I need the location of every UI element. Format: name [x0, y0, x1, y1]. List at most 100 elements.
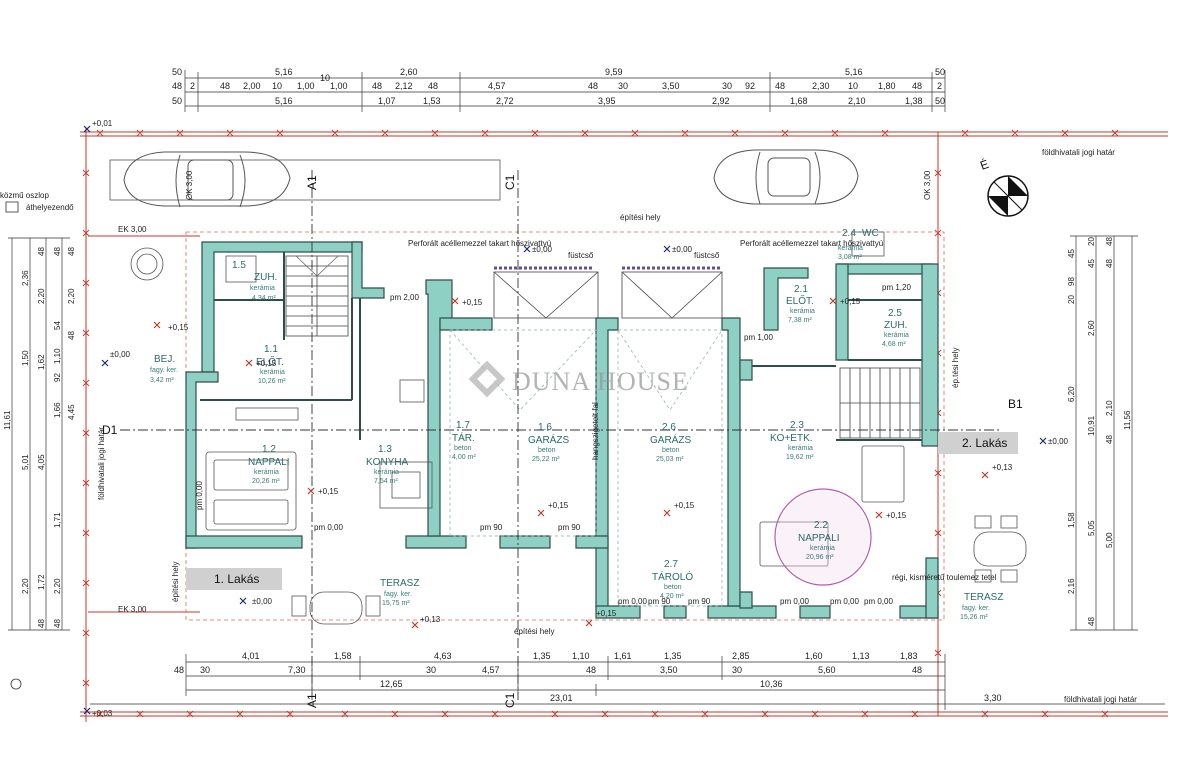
dim-left-c3-4: 1,66 [53, 402, 62, 418]
room-1-5-name: ZUH. [254, 272, 277, 283]
axis-c1-bottom: C1 [503, 692, 517, 708]
dim-left-c1-3: 2,20 [21, 578, 30, 594]
level-gar-2-b: +0,15 [674, 501, 695, 510]
room-terasz-1-name: TERASZ [380, 578, 419, 589]
room-2-6-sub: beton [662, 447, 680, 454]
pm-8: pm 90 [688, 597, 711, 606]
dim-top-r2-5: 1,00 [297, 81, 315, 91]
room-2-4-id: 2.4 [842, 228, 856, 239]
dim-bottom-r2-5: 48 [586, 665, 596, 675]
lakas-labels: 1. Lakás 2. Lakás [186, 432, 1018, 590]
level-garage-2: ±0,00 [672, 245, 693, 254]
level-elot-1: +0,15 [256, 359, 277, 368]
room-2-2-id: 2.2 [814, 520, 828, 531]
pm-1: pm 2,00 [390, 293, 419, 302]
dim-left-c3-0: 48 [53, 247, 62, 256]
dim-top-r2-1: 2 [190, 81, 195, 91]
axis-a1-bottom: A1 [305, 693, 319, 708]
dim-top-r1-3: 9,59 [605, 67, 623, 77]
pm-5: pm 0,00 [618, 597, 647, 606]
dim-left-c2-0: 48 [37, 247, 46, 256]
axis-c1-top: C1 [503, 174, 517, 190]
room-bej-sub: fagy. ker. [150, 367, 178, 374]
room-1-2-id: 1.2 [262, 444, 276, 455]
pm-6: pm 0,00 [780, 597, 809, 606]
room-1-6-sub: beton [538, 447, 556, 454]
room-2-6-name: GARÁZS [650, 433, 691, 446]
garage-doors [493, 266, 723, 319]
dim-bottom-r2-1: 30 [200, 665, 210, 675]
room-1-2-area: 20,26 m² [252, 478, 280, 485]
dim-bottom-r1-0: 4,01 [242, 651, 260, 661]
level-right-pm: ±0,00 [1048, 437, 1069, 446]
dim-top-r3-4: 2,72 [496, 96, 514, 106]
dim-top-r3-3: 1,53 [423, 96, 441, 106]
level-nappali-2: +0,15 [886, 511, 907, 520]
dim-bottom-r1-9: 1,13 [852, 651, 870, 661]
level-left-pm: ±0,00 [110, 350, 131, 359]
dim-top-r2-4: 10 [272, 81, 282, 91]
parking-area [109, 159, 501, 201]
dim-left-outer: 11,61 [3, 410, 12, 430]
room-terasz-2-name: TERASZ [964, 592, 1003, 603]
dim-bottom-r1-8: 1,60 [805, 651, 823, 661]
level-garage-b1: +0,15 [462, 298, 483, 307]
pm-9: pm 0,00 [830, 597, 859, 606]
dim-bottom-r4-0: 23,01 [550, 693, 573, 703]
room-1-7-name: TÁR. [452, 431, 475, 444]
pm-2: pm 0,00 [314, 523, 343, 532]
room-1-1-area: 10,26 m² [258, 378, 286, 385]
stairs-right [839, 367, 921, 439]
dim-top-r2-2: 48 [220, 81, 230, 91]
room-1-3-sub: kerámia [374, 469, 399, 476]
interior-partitions [200, 252, 922, 441]
dim-top-r3-7: 1,68 [790, 96, 808, 106]
north-label: É [978, 156, 991, 173]
dimension-lines-right [1070, 235, 1138, 631]
room-2-7-id: 2.7 [664, 559, 678, 570]
dim-left-c4-1: 2,20 [67, 288, 76, 304]
dimension-lines-bottom [90, 654, 1165, 710]
dim-right-c2-3: 10,91 [1087, 415, 1096, 436]
dim-right-c3-4: 5,00 [1105, 532, 1114, 548]
dim-top-r3-1: 5,16 [275, 96, 293, 106]
dim-right-c1-4: 1,58 [1067, 512, 1076, 528]
pm-7: pm 90 [648, 597, 671, 606]
pm-13: pm 0,00 [195, 481, 204, 510]
label-perf-2: Perforált acéllemezzel takart hőszivatty… [740, 239, 883, 248]
room-2-5-id: 2.5 [888, 308, 902, 319]
room-1-2-sub: kerámia [254, 469, 279, 476]
dimension-lines-left [8, 237, 70, 631]
label-foldhivatali-bottom: földhivatali jogi határ [1064, 695, 1137, 704]
level-markers: +0,01 +0,03 ±0,00 ±0,00 ±0,00 ±0,00 +0,1… [92, 119, 1069, 718]
dim-bottom-r1-5: 1,61 [614, 651, 632, 661]
label-perf-1: Perforált acéllemezzel takart hőszivatty… [408, 239, 551, 248]
level-gar-1-b: +0,15 [548, 501, 569, 510]
dim-bottom-r1-4: 1,10 [572, 651, 590, 661]
room-1-5-id: 1.5 [232, 260, 246, 271]
dimension-text-right: 11,56 45 98 20 6,20 1,58 2,16 20 45 2,60… [1067, 237, 1132, 626]
room-2-3-area: 19,62 m² [786, 454, 814, 461]
dimension-lines-top [184, 70, 946, 112]
label-regi: régi, kisméretű toulemez tetel [892, 573, 997, 582]
dim-left-c2-4: 1,72 [37, 574, 46, 590]
dim-right-c3-2: 2,10 [1105, 400, 1114, 416]
watermark: DUNA HOUSE [468, 360, 688, 398]
dim-top-r2-9: 2,12 [395, 81, 413, 91]
dim-bottom-r2-4: 4,57 [482, 665, 500, 675]
room-1-6-area: 25,22 m² [532, 456, 560, 463]
dim-top-r2-3: 2,00 [243, 81, 261, 91]
dim-top-r2-11: 4,57 [488, 81, 506, 91]
label-fust-1: füstcső [568, 251, 594, 260]
dim-top-r2-10: 48 [428, 81, 438, 91]
dim-right-c1-3: 6,20 [1067, 386, 1076, 402]
axis-lines [120, 170, 1000, 700]
room-terasz-1-area: 15,75 m² [382, 600, 410, 607]
room-2-1-sub: kerámia [790, 308, 815, 315]
dim-bottom-r2-8: 5,60 [818, 665, 836, 675]
room-2-5-name: ZUH. [884, 320, 907, 331]
dim-top-r1-5: 50 [935, 67, 945, 77]
furniture [130, 231, 1027, 625]
room-terasz-2-sub: fagy. ker. [962, 605, 990, 612]
